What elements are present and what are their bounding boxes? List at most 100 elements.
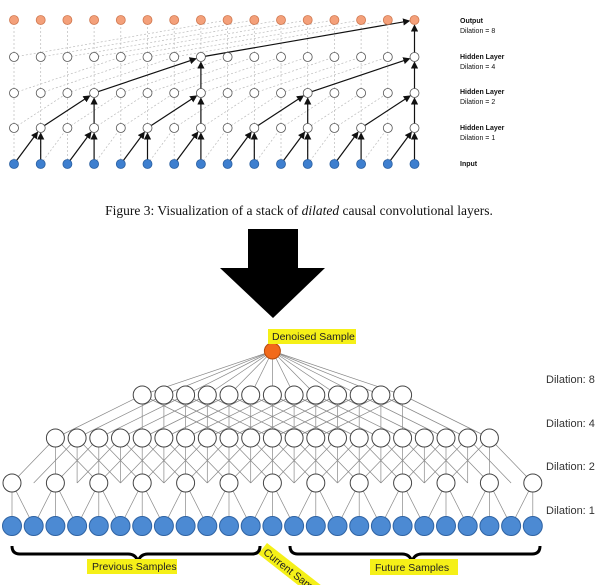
tree-link xyxy=(272,437,317,484)
dashed-link xyxy=(120,19,335,58)
tree-link xyxy=(272,350,360,396)
hidden-node xyxy=(132,428,152,448)
tree-link xyxy=(55,437,100,484)
input-sample-node xyxy=(262,516,283,536)
input-sample-node xyxy=(153,516,174,536)
hidden-node xyxy=(276,123,286,133)
dashed-connections xyxy=(13,19,415,165)
tree-link xyxy=(337,437,382,484)
hidden-node xyxy=(479,473,499,493)
hidden-node xyxy=(197,428,217,448)
dashed-link xyxy=(40,56,148,94)
hidden-node xyxy=(169,52,180,62)
dilation-4-label: Dilation: 4 xyxy=(546,418,595,430)
input-sample-node xyxy=(414,516,435,536)
hidden-node xyxy=(35,88,46,98)
input-sample-node xyxy=(327,516,348,536)
hidden-node xyxy=(329,52,340,62)
hidden-node xyxy=(9,88,19,98)
denoising-tree-diagram: Denoised Sample Dilation: 8 Dilation: 4 … xyxy=(2,329,595,585)
future-samples-highlight xyxy=(370,559,458,575)
hidden-node xyxy=(115,52,126,62)
tree-link xyxy=(185,394,273,439)
hidden-node xyxy=(329,88,340,98)
hidden-node xyxy=(67,428,87,448)
hidden-node xyxy=(262,428,282,448)
hidden-node xyxy=(35,52,46,62)
tree-link xyxy=(98,437,143,484)
tree-link xyxy=(489,437,534,484)
input-label: Input xyxy=(460,161,478,168)
causal-arrow xyxy=(389,131,412,161)
dashed-link xyxy=(93,92,148,129)
dashed-link xyxy=(280,92,335,129)
hidden-node xyxy=(302,123,313,133)
tree-link xyxy=(445,437,490,484)
hidden-node xyxy=(176,385,196,405)
hidden-node xyxy=(436,473,456,493)
dashed-link xyxy=(174,92,228,129)
causal-arrow xyxy=(336,131,359,161)
hidden-node xyxy=(154,385,174,405)
input-node xyxy=(89,159,99,169)
tree-link xyxy=(163,437,208,484)
dashed-link xyxy=(174,56,282,94)
hidden-node xyxy=(89,428,109,448)
output-node xyxy=(169,15,180,25)
dilation-2-label: Dilation: 2 xyxy=(546,461,595,473)
output-node xyxy=(329,15,340,25)
future-samples-label: Future Samples xyxy=(375,562,449,574)
output-node xyxy=(382,15,393,25)
causal-arrow xyxy=(16,131,39,161)
hidden-node xyxy=(409,88,420,98)
dashed-link xyxy=(307,92,362,129)
hidden-node xyxy=(249,52,260,62)
hidden-node xyxy=(89,473,109,493)
hidden-node xyxy=(276,88,286,98)
hidden-node xyxy=(222,123,233,133)
tree-link xyxy=(380,437,425,484)
hidden-node xyxy=(142,52,153,62)
tree-link xyxy=(76,394,165,439)
output-node xyxy=(409,15,420,25)
causal-arrows xyxy=(16,18,419,161)
hidden-node xyxy=(458,428,478,448)
input-sample-node xyxy=(219,516,239,536)
hidden-node xyxy=(62,88,73,98)
input-sample-node xyxy=(501,516,522,536)
hidden-node xyxy=(9,123,19,133)
dashed-link xyxy=(93,127,122,165)
tree-link xyxy=(76,437,121,484)
hidden-node xyxy=(306,428,326,448)
hidden-node xyxy=(89,123,99,133)
tree-link xyxy=(272,350,338,396)
hidden-layer-2-label: Hidden Layer xyxy=(460,89,505,96)
hidden-node xyxy=(356,88,367,98)
dashed-link xyxy=(227,56,335,94)
hidden-node xyxy=(262,385,282,405)
tree-link xyxy=(272,394,360,439)
causal-arrow xyxy=(229,131,252,161)
hidden-node xyxy=(356,52,367,62)
tree-link xyxy=(142,394,230,439)
causal-arrow xyxy=(176,131,199,161)
input-sample-node xyxy=(23,516,44,536)
hidden-node xyxy=(142,123,153,133)
input-node xyxy=(169,159,180,169)
hidden-node xyxy=(328,385,347,405)
causal-arrow xyxy=(311,57,411,93)
hidden-node xyxy=(169,123,180,133)
tree-link xyxy=(402,437,447,484)
input-node xyxy=(382,159,393,169)
input-sample-node xyxy=(240,516,261,536)
hidden-node xyxy=(276,52,286,62)
input-sample-node xyxy=(370,516,391,536)
tree-link xyxy=(228,437,273,484)
dashed-link xyxy=(174,19,388,58)
tree-link xyxy=(98,394,186,439)
dashed-link xyxy=(67,56,175,94)
output-node xyxy=(222,15,233,25)
input-sample-node xyxy=(67,516,88,536)
output-dilation: Dilation = 8 xyxy=(460,28,495,35)
tree-link xyxy=(33,437,78,484)
